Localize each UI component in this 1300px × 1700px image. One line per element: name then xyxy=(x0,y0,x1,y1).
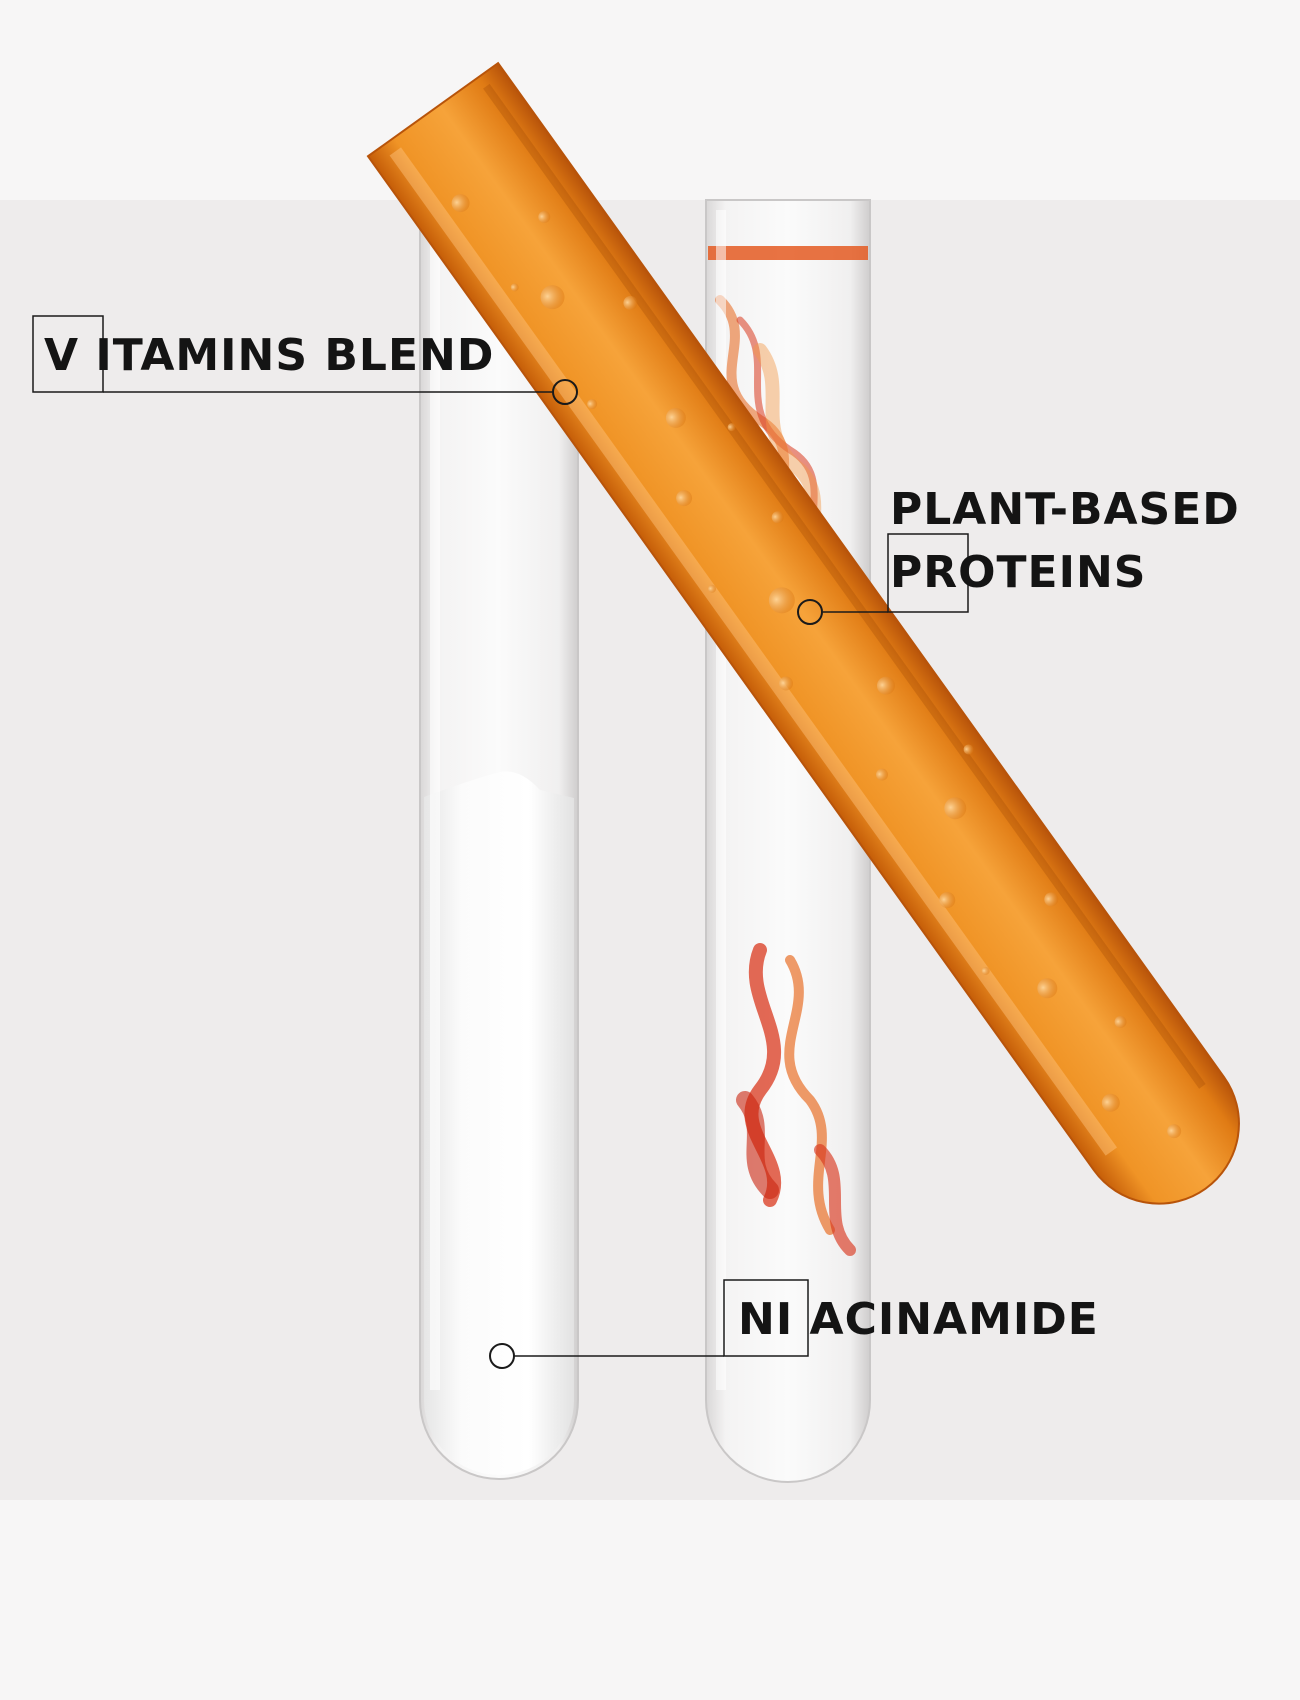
label-plant-based: PLANT-BASED xyxy=(890,484,1240,535)
diagonal-amber-test-tube xyxy=(366,61,1240,1205)
callout-niacinamide xyxy=(489,1279,809,1369)
label-vitamins-blend: V ITAMINS BLEND xyxy=(44,330,495,381)
red-swirl-lower xyxy=(736,943,856,1256)
callout-vitamins xyxy=(32,315,578,405)
left-test-tube xyxy=(419,199,579,1480)
callout-plant-proteins xyxy=(797,533,969,625)
label-proteins: PROTEINS xyxy=(890,547,1147,598)
label-niacinamide: NI ACINAMIDE xyxy=(738,1294,1099,1345)
bubbles xyxy=(451,194,1182,1139)
